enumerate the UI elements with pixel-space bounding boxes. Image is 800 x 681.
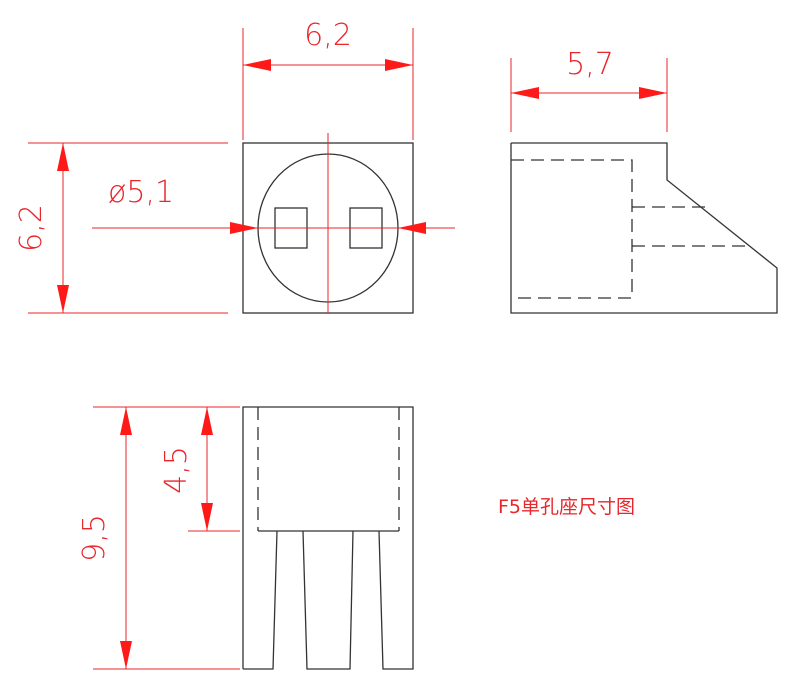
dim-label: 4,5: [159, 446, 194, 494]
dim-label: 9,5: [77, 514, 112, 562]
dim-top-width: 6,2: [242, 18, 414, 140]
side-view: [510, 142, 778, 314]
dim-body-height: 4,5: [159, 407, 240, 532]
dim-top-height: 6,2: [14, 142, 228, 314]
dim-label: 6,2: [14, 204, 49, 252]
dim-label: 5,7: [566, 47, 614, 82]
top-view: [92, 133, 455, 314]
diameter-label: ø5,1: [108, 175, 174, 210]
dim-total-height: 9,5: [77, 406, 240, 670]
front-view: [242, 406, 414, 670]
dim-label: 6,2: [304, 18, 352, 53]
dim-side-width: 5,7: [510, 47, 668, 132]
drawing-title: F5单孔座尺寸图: [498, 496, 636, 518]
